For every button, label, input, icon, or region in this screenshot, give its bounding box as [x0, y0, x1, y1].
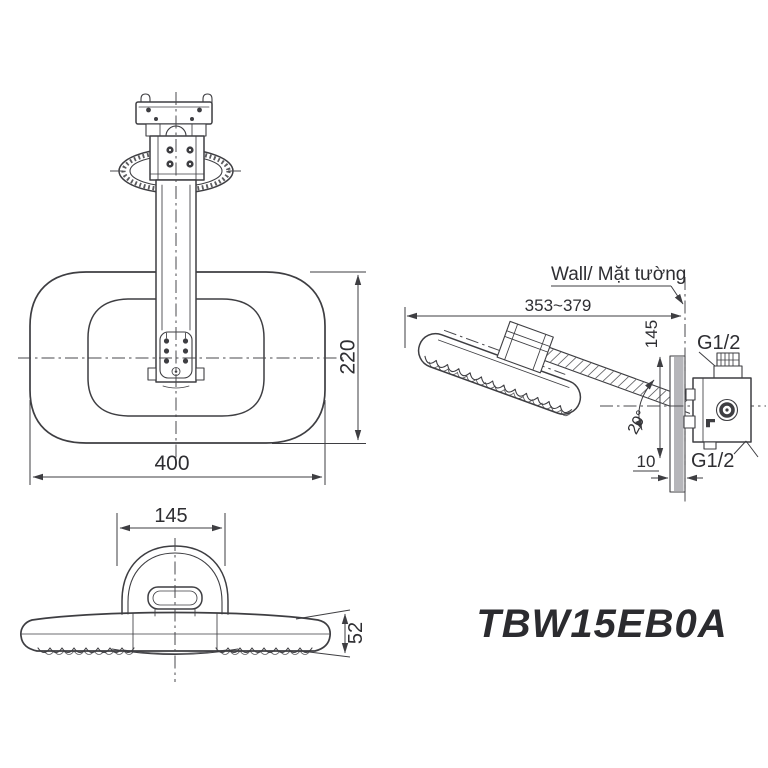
front-view: 145 52 [20, 505, 367, 682]
wall-plate [669, 355, 686, 493]
nozzle-scallops-front-right [215, 647, 313, 654]
shower-head-front [20, 611, 331, 656]
dim-depth-220: 220 [272, 271, 366, 444]
dim-width-label: 400 [154, 452, 189, 475]
dim-width-400: 400 [29, 400, 326, 485]
shower-head-plan [29, 271, 326, 444]
ceiling-bracket [135, 93, 213, 181]
dim-reach: 353~379 [404, 296, 682, 348]
nozzle-scallops-side [424, 355, 573, 414]
model-number: TBW15EB0A [476, 602, 727, 646]
shower-head-side [417, 332, 582, 415]
dim-plate-label: 10 [637, 452, 656, 471]
dim-height-label: 145 [642, 320, 661, 348]
angle-label: 20° [625, 408, 651, 437]
in-wall-valve [683, 352, 752, 450]
dim-thickness-52: 52 [295, 609, 367, 658]
thread-top-label: G1/2 [697, 332, 740, 354]
dim-plate-thickness: 10 [633, 452, 703, 482]
arm-head-assembly [417, 320, 695, 417]
thread-bottom-group: G1/2 [691, 440, 759, 472]
ball-joint [496, 320, 554, 374]
thread-bottom-label: G1/2 [691, 450, 734, 472]
dim-depth-label: 220 [336, 339, 359, 374]
wall-label: Wall/ Mặt tường [551, 264, 686, 285]
dim-hub-width-label: 145 [154, 505, 187, 527]
dim-height-145: 145 [642, 320, 664, 459]
dim-thickness-label: 52 [345, 622, 367, 644]
dim-reach-label: 353~379 [525, 296, 592, 315]
top-view: 220 400 [18, 92, 366, 485]
side-view: Wall/ Mặt tường 353~379 145 10 20° [404, 264, 766, 504]
thread-top-group: G1/2 [697, 332, 740, 367]
dim-hub-width: 145 [116, 505, 226, 566]
wall-label-group: Wall/ Mặt tường [551, 264, 686, 305]
